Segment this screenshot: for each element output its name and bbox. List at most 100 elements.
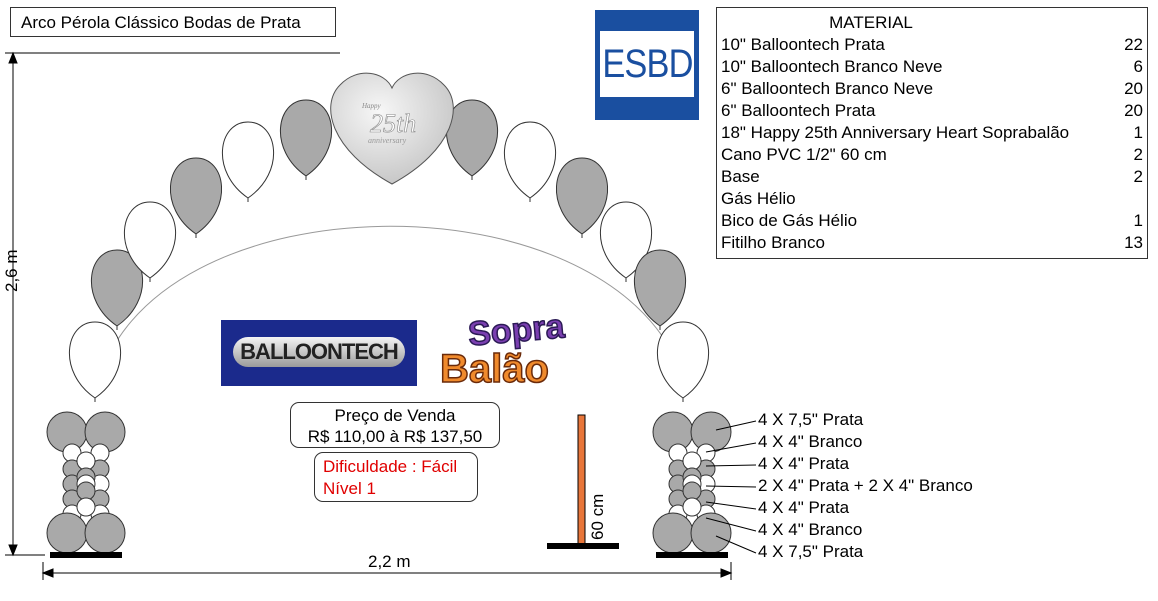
material-item-qty: 20 [1124, 101, 1143, 120]
price-label: Preço de Venda [334, 406, 456, 425]
small-balloon [682, 451, 702, 471]
leader-line [715, 420, 757, 431]
material-item-name: 10" Balloontech Prata [721, 35, 885, 54]
arch-balloon [222, 121, 274, 202]
balloontech-logo: BALLOONTECH [221, 320, 417, 386]
leader-line [715, 535, 757, 554]
leader-line [705, 442, 757, 453]
material-row: Gás Hélio [721, 188, 1143, 210]
arch-balloon [280, 99, 332, 180]
material-item-qty: 20 [1124, 79, 1143, 98]
heart-text-happy: Happy [361, 102, 382, 110]
page-title: Arco Pérola Clássico Bodas de Prata [21, 13, 301, 32]
heart-foil-balloon: Happy 25th anniversary [330, 72, 454, 185]
arch-balloon [600, 201, 652, 282]
sopra-balao-logo: Sopra Balão [439, 306, 567, 391]
height-dimension-label: 2,6 m [2, 249, 21, 292]
difficulty-level: Nível 1 [323, 479, 376, 498]
leader-line [705, 501, 757, 510]
material-item-qty: 2 [1133, 167, 1143, 186]
material-item-name: 6" Balloontech Prata [721, 101, 876, 120]
width-dimension-line [41, 562, 733, 580]
column-label-leaders [705, 420, 757, 554]
large-balloon [46, 512, 88, 554]
esbd-logo-text: ESBD [601, 41, 693, 86]
arch-balloon [504, 121, 556, 202]
column-layer-label: 4 X 7,5" Prata [758, 410, 864, 429]
material-row: Bico de Gás Hélio 1 [721, 210, 1143, 232]
material-row: Fitilho Branco 13 [721, 232, 1143, 254]
column-layer-label: 4 X 4" Branco [758, 520, 863, 539]
arch-balloon [170, 157, 222, 238]
material-item-name: 18" Happy 25th Anniversary Heart Sopraba… [721, 123, 1070, 142]
material-row: 6" Balloontech Prata 20 [721, 100, 1143, 122]
material-item-qty: 6 [1133, 57, 1143, 76]
material-row: 10" Balloontech Branco Neve 6 [721, 56, 1143, 78]
small-balloon [76, 497, 96, 517]
sopra-logo-top: Sopra [467, 307, 567, 353]
pole-height-label: 60 cm [588, 493, 607, 540]
small-balloon [76, 481, 96, 501]
heart-text-25th: 25th [370, 109, 416, 138]
leader-line [705, 517, 757, 532]
material-item-name: Fitilho Branco [721, 233, 825, 252]
pvc-pole [547, 414, 619, 549]
leader-line [705, 485, 757, 488]
material-row: Cano PVC 1/2" 60 cm 2 [721, 144, 1143, 166]
material-row: 6" Balloontech Branco Neve 20 [721, 78, 1143, 100]
material-item-qty: 1 [1133, 123, 1143, 142]
heart-text-anniversary: anniversary [368, 136, 407, 145]
balloon-column [46, 411, 126, 554]
column-layer-label: 4 X 4" Prata [758, 498, 850, 517]
width-dimension-label: 2,2 m [368, 552, 411, 571]
material-item-qty: 22 [1124, 35, 1143, 54]
material-heading: MATERIAL [829, 13, 913, 32]
material-item-name: 6" Balloontech Branco Neve [721, 79, 934, 98]
sopra-logo-bottom: Balão [440, 347, 549, 391]
esbd-logo: ESBD [595, 10, 699, 120]
difficulty-text: Dificuldade : Fácil [323, 457, 458, 476]
arch-balloon [634, 249, 686, 330]
material-item-qty: 1 [1133, 211, 1143, 230]
column-layer-label: 2 X 4" Prata + 2 X 4" Branco [758, 476, 973, 495]
material-item-name: Cano PVC 1/2" 60 cm [721, 145, 887, 164]
right-base [656, 552, 728, 558]
material-item-name: Gás Hélio [721, 189, 796, 208]
large-balloon [84, 512, 126, 554]
arch-balloon [657, 321, 709, 402]
small-balloon [76, 451, 96, 471]
column-layer-label: 4 X 4" Branco [758, 432, 863, 451]
material-row: Base 2 [721, 166, 1143, 188]
material-item-name: Bico de Gás Hélio [721, 211, 858, 230]
material-item-qty: 13 [1124, 233, 1143, 252]
material-item-name: 10" Balloontech Branco Neve [721, 57, 943, 76]
arch-string [94, 225, 689, 396]
title-box: Arco Pérola Clássico Bodas de Prata [10, 7, 336, 37]
material-item-name: Base [721, 167, 760, 186]
balloon-column [652, 411, 732, 554]
material-item-qty: 2 [1133, 145, 1143, 164]
small-balloon [682, 481, 702, 501]
material-row: 10" Balloontech Prata 22 [721, 34, 1143, 56]
difficulty-box: Dificuldade : Fácil Nível 1 [314, 452, 478, 502]
large-balloon [652, 512, 694, 554]
arch-balloon [556, 157, 608, 238]
arch-balloon [124, 201, 176, 282]
balloon-columns [46, 411, 732, 554]
column-layer-label: 4 X 4" Prata [758, 454, 850, 473]
arch-balloon [91, 249, 143, 330]
left-base [50, 552, 122, 558]
balloontech-logo-text: BALLOONTECH [240, 339, 399, 364]
column-layer-label: 4 X 7,5" Prata [758, 542, 864, 561]
small-balloon [682, 497, 702, 517]
price-range: R$ 110,00 à R$ 137,50 [307, 427, 483, 446]
height-dimension-line [5, 51, 340, 557]
material-row: 18" Happy 25th Anniversary Heart Sopraba… [721, 122, 1143, 144]
leader-line [705, 464, 757, 467]
arch-balloon [446, 99, 498, 180]
arch-balloon [69, 321, 121, 402]
arch-balloons [69, 99, 709, 402]
